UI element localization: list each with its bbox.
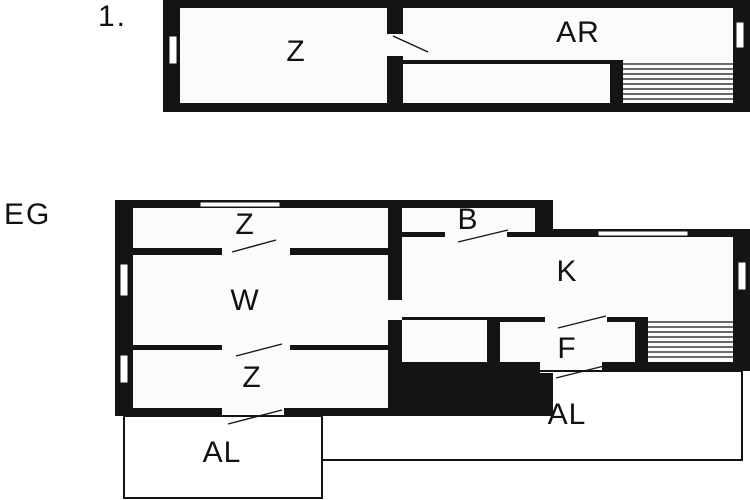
room-ar-lower-left <box>403 60 610 103</box>
floor-label-ground: EG <box>4 198 51 231</box>
upper-window-right <box>735 21 745 49</box>
upper-door-leaf <box>392 35 429 53</box>
upper-stairs <box>623 63 733 100</box>
room-label-z-bottom: Z <box>242 361 261 394</box>
room-label-al-left: AL <box>203 436 242 469</box>
room-f <box>500 322 635 362</box>
stair-area-upper <box>623 60 733 103</box>
door-opening-w-hall <box>388 300 402 320</box>
room-k <box>402 237 733 317</box>
door-leaf-b <box>457 229 509 243</box>
room-z-upper <box>180 8 387 103</box>
upper-inner-wall-stair <box>610 60 623 103</box>
upper-floor-plan: 1. Z AR <box>98 0 750 112</box>
wall-hall-f <box>487 317 500 362</box>
floor-label-upper: 1. <box>98 0 127 33</box>
window-k-right <box>737 261 747 291</box>
door-opening-f-top <box>545 315 607 324</box>
room-b <box>402 208 535 232</box>
room-label-w: W <box>230 284 259 317</box>
window-k-top <box>597 230 689 237</box>
door-leaf-z-top <box>231 239 277 253</box>
room-w <box>133 255 388 345</box>
window-z-bottom <box>119 354 129 384</box>
room-label-k: K <box>556 255 577 288</box>
ground-floor-plan: EG Z B K W F Z AL AL <box>4 198 750 499</box>
room-hall <box>402 320 487 362</box>
room-z-bottom <box>133 350 388 408</box>
upper-inner-wall <box>400 60 623 64</box>
ground-stairs <box>648 321 733 358</box>
door-leaf-f-top <box>557 315 607 329</box>
area-al-right <box>322 370 743 461</box>
area-al-left <box>123 415 323 499</box>
stair-area-ground <box>648 317 733 362</box>
room-ar <box>403 8 733 60</box>
window-w <box>119 263 129 297</box>
room-label-al-right: AL <box>548 398 587 431</box>
door-opening-z-top <box>222 246 290 257</box>
room-label-f: F <box>557 332 576 365</box>
wall-f-stairs <box>635 317 648 362</box>
window-z-top <box>199 201 281 208</box>
room-z-top <box>133 208 388 248</box>
room-label-z-top: Z <box>235 208 254 241</box>
door-opening-z-bottom <box>222 343 290 352</box>
upper-window-left <box>168 35 178 65</box>
door-leaf-z-bottom <box>235 343 283 357</box>
wall-al-right-west <box>388 362 404 416</box>
room-label-b: B <box>457 203 478 236</box>
room-label-z-upper: Z <box>286 35 305 68</box>
room-label-ar: AR <box>556 16 600 49</box>
door-opening-b <box>445 230 507 239</box>
